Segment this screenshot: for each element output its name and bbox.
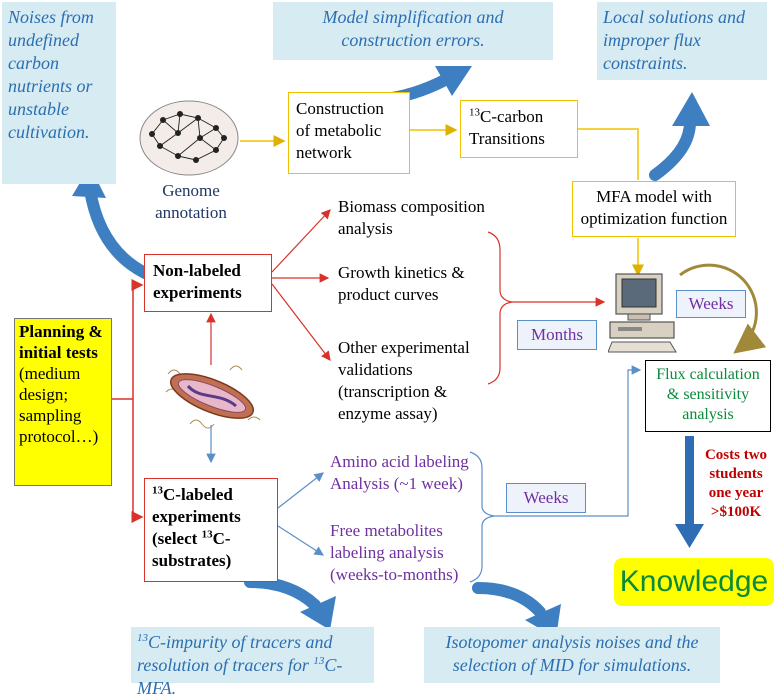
labeled-sup2: 13 bbox=[201, 528, 213, 541]
note-local-solutions: Local solutions and improper flux constr… bbox=[597, 2, 767, 80]
cycle-arrow-icon bbox=[679, 263, 767, 354]
network-graph-icon bbox=[139, 100, 239, 176]
to-amino-arrow bbox=[277, 472, 324, 509]
non-labeled-box: Non-labeled experiments bbox=[144, 254, 272, 312]
curved-arrow-head-model bbox=[435, 66, 472, 96]
labeled-text-1: C-labeled experiments (select bbox=[152, 485, 241, 548]
construction-box: Construction of metabolic network bbox=[288, 92, 410, 174]
labeled-text-2: C-substrates) bbox=[152, 529, 232, 570]
planning-box: Planning & initial tests (medium design;… bbox=[14, 318, 112, 486]
knowledge-text: Knowledge bbox=[619, 565, 769, 598]
curved-arrow-impurity bbox=[244, 576, 321, 611]
curved-arrow-isotopomer bbox=[472, 582, 546, 618]
to-free-arrow bbox=[277, 525, 325, 556]
flux-calc-text: Flux calculation & sensitivity analysis bbox=[656, 366, 760, 423]
note-local-solutions-text: Local solutions and improper flux constr… bbox=[603, 7, 746, 73]
months-label: Months bbox=[517, 320, 597, 350]
transitions-sup: 13 bbox=[469, 106, 480, 119]
weeks-label-cycle: Weeks bbox=[676, 290, 746, 318]
note-isotopomer: Isotopomer analysis noises and the selec… bbox=[424, 627, 720, 683]
note-model-simplification: Model simplification and construction er… bbox=[273, 2, 553, 60]
costs-text: Costs two students one year >$100K bbox=[704, 447, 768, 520]
curved-arrow-head-impurity bbox=[300, 596, 336, 630]
other-validations-text: Other experimental validations (transcri… bbox=[338, 338, 470, 423]
bacterium-icon bbox=[165, 365, 261, 429]
labeled-sup1: 13 bbox=[152, 484, 163, 497]
planning-detail: (medium design; sampling protocol…) bbox=[19, 364, 99, 446]
weeks-label-experiments: Weeks bbox=[506, 483, 586, 513]
transitions-to-mfa-connector bbox=[578, 128, 639, 180]
biomass-text: Biomass composition analysis bbox=[338, 197, 485, 238]
computer-icon bbox=[608, 273, 677, 353]
transitions-box: 13C-carbon Transitions bbox=[460, 100, 578, 158]
note-impurity-sup1: 13 bbox=[137, 632, 148, 644]
to-biomass-arrow bbox=[271, 209, 331, 273]
genome-label: Genome annotation bbox=[155, 181, 227, 222]
free-metabolites-text: Free metabolites labeling analysis (week… bbox=[330, 521, 459, 584]
knowledge-box: Knowledge bbox=[614, 558, 774, 606]
note-undefined-nutrients: Noises from undefined carbon nutrients o… bbox=[2, 2, 116, 184]
note-impurity-sup2: 13 bbox=[313, 655, 325, 667]
note-undefined-nutrients-text: Noises from undefined carbon nutrients o… bbox=[8, 7, 94, 142]
mfa-model-box: MFA model with optimization function bbox=[572, 181, 736, 237]
note-isotopomer-text: Isotopomer analysis noises and the selec… bbox=[445, 632, 699, 675]
nonlabeled-brace bbox=[487, 231, 513, 385]
brace-to-flux-arrow bbox=[494, 365, 642, 517]
planning-title: Planning & initial tests bbox=[19, 322, 103, 362]
to-other-arrow bbox=[271, 283, 331, 361]
growth-text: Growth kinetics & product curves bbox=[338, 263, 465, 304]
curved-arrow-head-local bbox=[672, 92, 710, 126]
amino-acid-text: Amino acid labeling Analysis (~1 week) bbox=[330, 452, 469, 493]
construction-text: Construction of metabolic network bbox=[296, 99, 384, 162]
note-model-simplification-text: Model simplification and construction er… bbox=[322, 7, 504, 50]
labeled-box: 13C-labeled experiments (select 13C-subs… bbox=[144, 478, 278, 582]
note-impurity-mid: C-impurity of tracers and resolution of … bbox=[137, 632, 333, 675]
mfa-model-text: MFA model with optimization function bbox=[580, 187, 728, 228]
down-arrow-icon bbox=[675, 524, 704, 548]
non-labeled-text: Non-labeled experiments bbox=[153, 261, 242, 302]
down-arrow-icon-shaft bbox=[685, 436, 694, 526]
flux-calc-box: Flux calculation & sensitivity analysis bbox=[645, 360, 771, 432]
note-tracer-impurity: 13C-impurity of tracers and resolution o… bbox=[131, 627, 374, 698]
curved-arrow-local bbox=[649, 116, 696, 181]
transitions-text: C-carbon Transitions bbox=[469, 107, 545, 148]
curved-arrow-icon bbox=[84, 184, 151, 279]
